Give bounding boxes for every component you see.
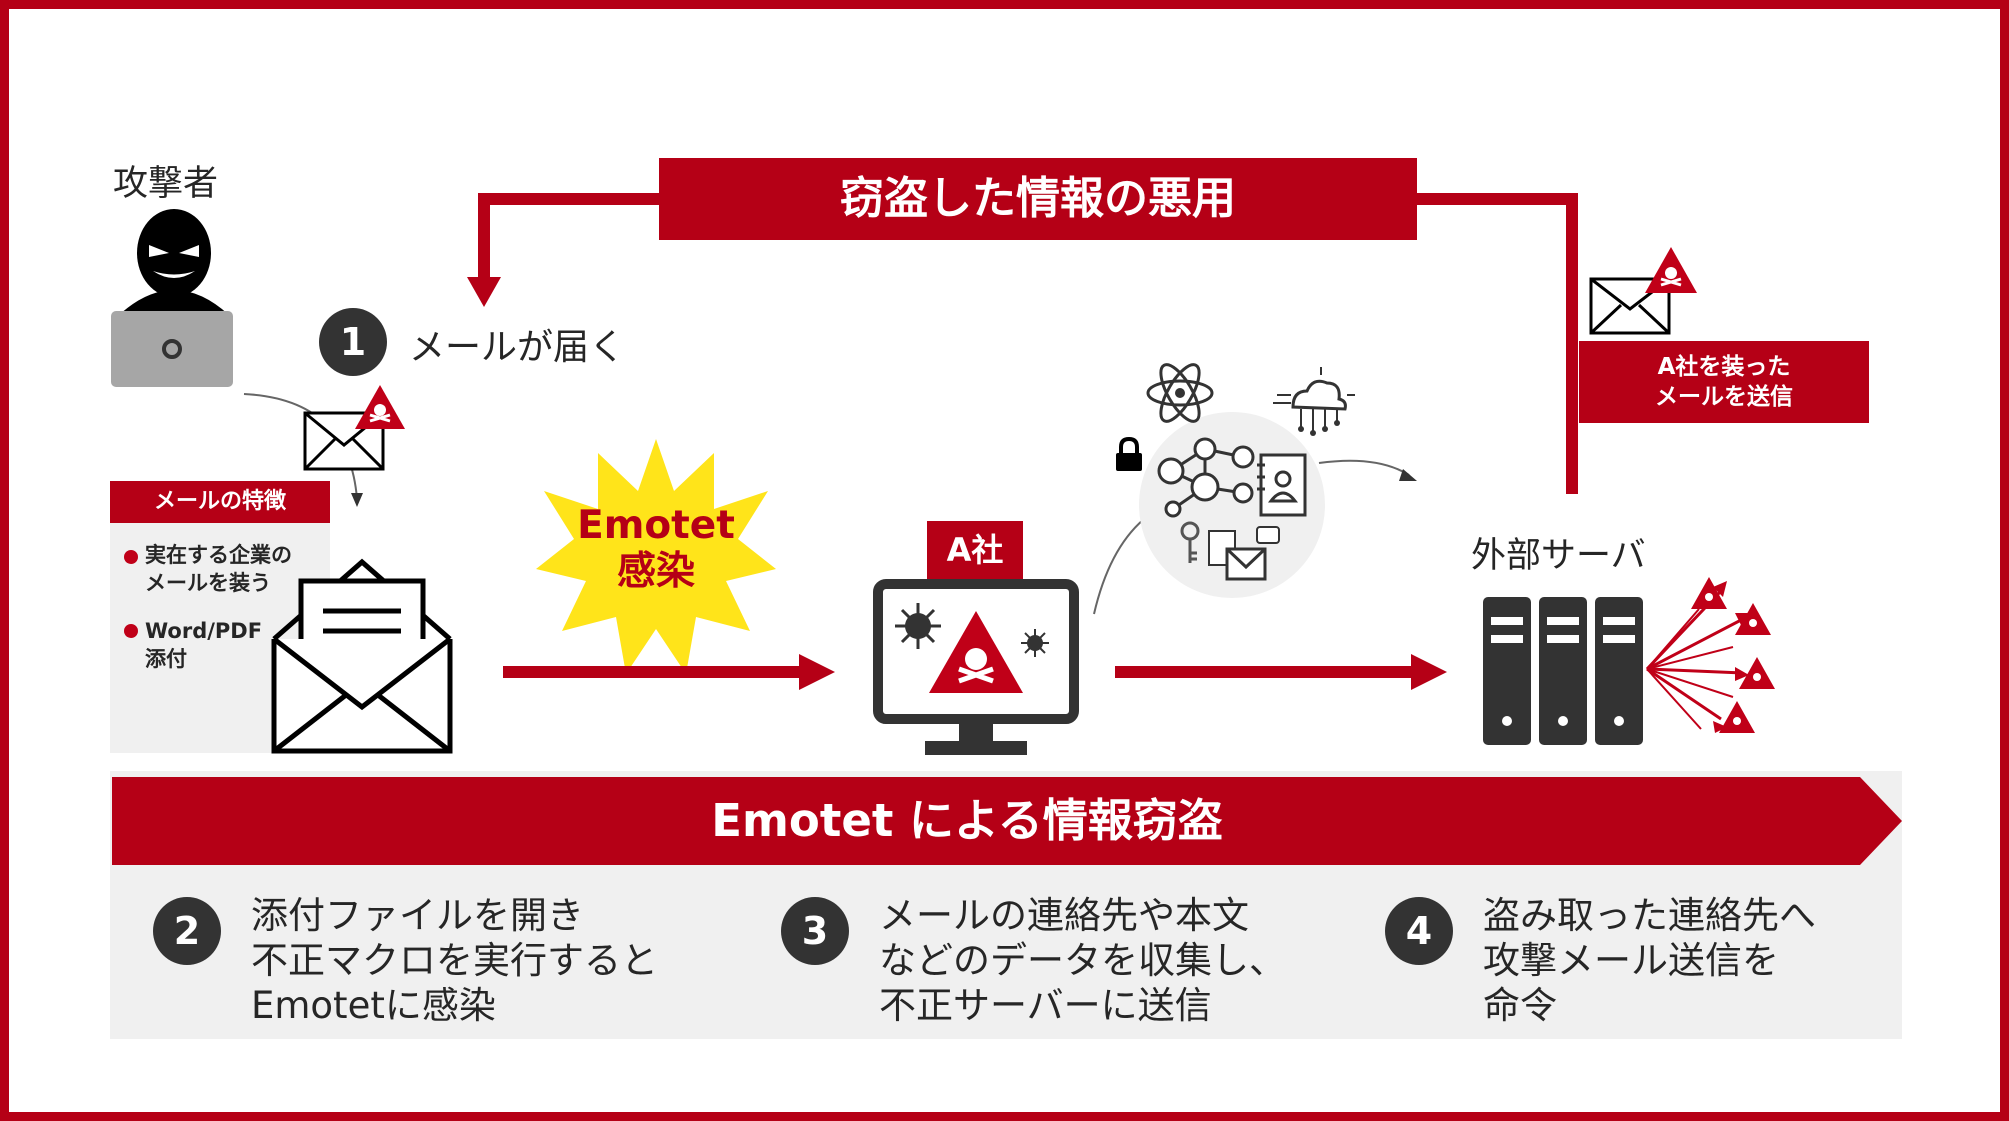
connector-arrow — [1318, 459, 1417, 481]
network-people-icon — [1157, 437, 1255, 518]
connector-line — [1093, 518, 1145, 615]
step4-number: 4 — [1385, 897, 1453, 965]
bottom-banner-arrow — [112, 777, 1902, 865]
bullet-markers — [124, 550, 138, 638]
mail-feature-2: Word/PDF 添付 — [145, 619, 263, 671]
mail-features-title: メールの特徴 — [110, 481, 330, 523]
documents-icon — [1208, 526, 1280, 581]
contact-card-icon — [1257, 453, 1307, 517]
company-label: A社 — [927, 521, 1023, 579]
attacker-label: 攻撃者 — [113, 164, 219, 204]
step1-number: 1 — [319, 308, 387, 376]
flow-arrow-1 — [503, 654, 835, 690]
external-server-label: 外部サーバ — [1471, 536, 1646, 576]
spam-fanout-arrows — [1645, 577, 1775, 733]
step4-text: 盗み取った連絡先へ 攻撃メール送信を 命令 — [1483, 894, 1816, 1027]
mail-feature-1: 実在する企業の メールを装う — [145, 543, 292, 595]
warning-skull-icon — [1645, 247, 1697, 293]
cloud-network-icon — [1273, 367, 1355, 436]
step3-text: メールの連絡先や本文 などのデータを収集し、 不正サーバーに送信 — [879, 894, 1286, 1027]
infection-label: Emotet 感染 — [577, 503, 735, 594]
laptop-icon — [111, 311, 233, 387]
warning-skull-icon — [355, 385, 405, 429]
infection-burst — [536, 439, 776, 674]
flow-arrow-2 — [1115, 654, 1447, 690]
step2-text: 添付ファイルを開き 不正マクロを実行すると Emotetに感染 — [251, 894, 658, 1027]
server-icon — [1483, 597, 1643, 745]
lock-icon — [1116, 436, 1142, 471]
atom-icon — [1146, 363, 1214, 423]
spoof-mail-label: A社を装った メールを送信 — [1579, 341, 1869, 423]
step1-label: メールが届く — [409, 327, 626, 368]
virus-icon — [1021, 629, 1049, 657]
virus-icon — [895, 603, 941, 649]
top-banner: 窃盗した情報の悪用 — [659, 158, 1417, 240]
step2-number: 2 — [153, 897, 221, 965]
open-envelope-icon — [271, 558, 453, 754]
key-icon — [1180, 521, 1200, 563]
step3-number: 3 — [781, 897, 849, 965]
bottom-banner-label: Emotet による情報窃盗 — [711, 794, 1223, 847]
